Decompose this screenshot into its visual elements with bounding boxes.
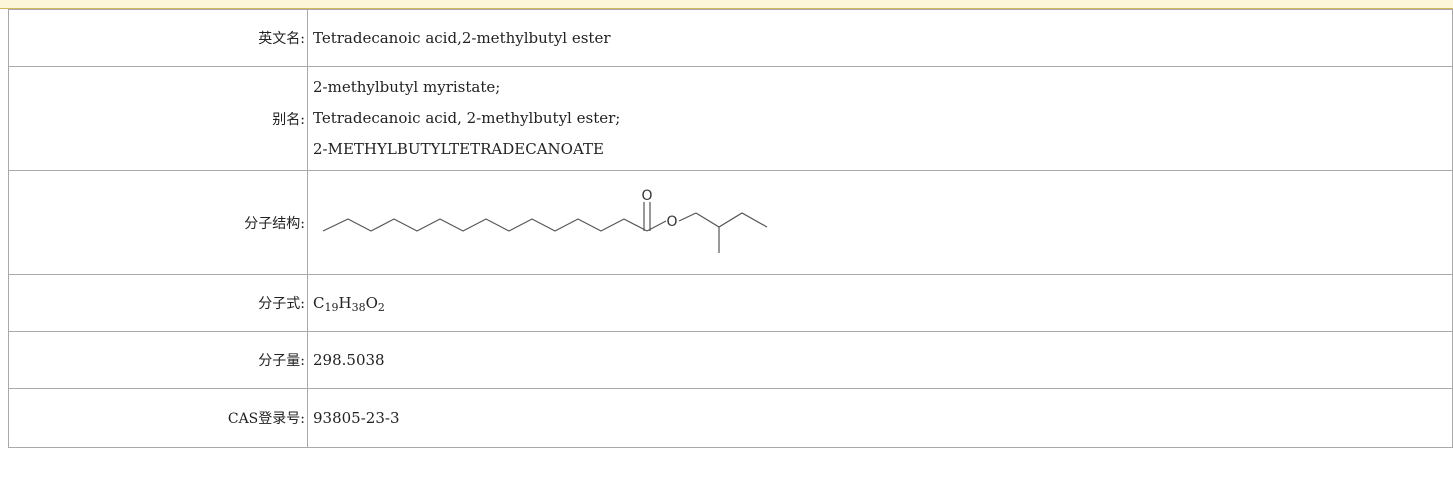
formula-element: O (365, 293, 378, 312)
cas-number-value: 93805-23-3 (307, 388, 1453, 448)
aliases-label: 别名: (8, 66, 308, 171)
table-row: 分子量: 298.5038 (8, 331, 1453, 389)
formula-value: C19H38O2 (307, 274, 1453, 332)
structure-label: 分子结构: (8, 170, 308, 275)
cas-number-label: CAS登录号: (8, 388, 308, 448)
ester-oxygen-atom: O (666, 214, 677, 230)
structure-bonds (322, 201, 768, 253)
formula-subscript: 2 (377, 300, 385, 314)
alias-item: 2-methylbutyl myristate; (313, 78, 501, 96)
aliases-value: 2-methylbutyl myristate; Tetradecanoic a… (307, 66, 1453, 171)
english-name-value: Tetradecanoic acid,2-methylbutyl ester (307, 9, 1453, 67)
formula-element: C (313, 293, 325, 312)
structure-value: O O (307, 170, 1453, 275)
table-row: 别名: 2-methylbutyl myristate; Tetradecano… (8, 66, 1453, 171)
compound-info-table: 英文名: Tetradecanoic acid,2-methylbutyl es… (8, 9, 1453, 448)
header-band (0, 0, 1453, 9)
table-row: 分子式: C19H38O2 (8, 274, 1453, 332)
formula-subscript: 38 (351, 300, 366, 314)
formula-element: H (338, 293, 352, 312)
table-row: 分子结构: (8, 170, 1453, 275)
molecular-structure-image: O O (322, 188, 768, 253)
table-row: 英文名: Tetradecanoic acid,2-methylbutyl es… (8, 9, 1453, 67)
formula-label: 分子式: (8, 274, 308, 332)
alias-item: Tetradecanoic acid, 2-methylbutyl ester; (313, 109, 621, 127)
molecular-weight-label: 分子量: (8, 331, 308, 389)
table-row: CAS登录号: 93805-23-3 (8, 388, 1453, 448)
english-name-label: 英文名: (8, 9, 308, 67)
carbonyl-oxygen-atom: O (641, 188, 652, 204)
formula-subscript: 19 (324, 300, 339, 314)
molecular-weight-value: 298.5038 (307, 331, 1453, 389)
alias-item: 2-METHYLBUTYLTETRADECANOATE (313, 140, 604, 158)
